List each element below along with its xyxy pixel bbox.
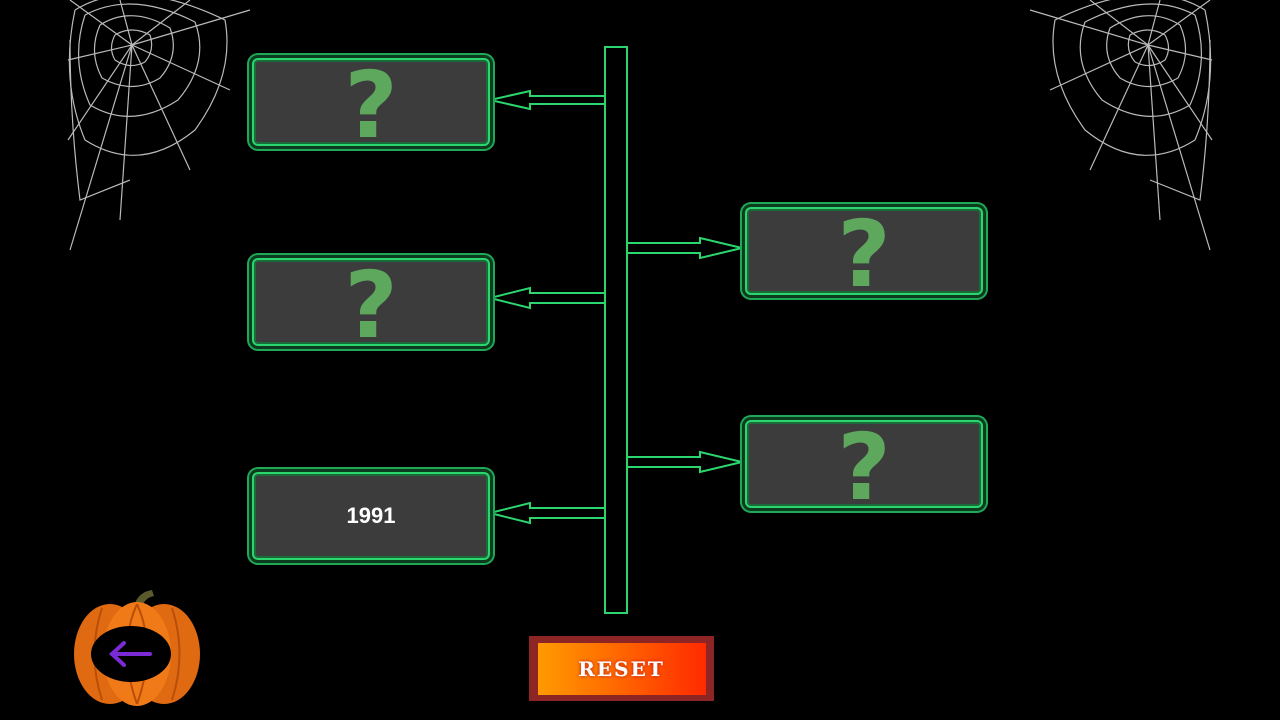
timeline-slot-2[interactable]: ? xyxy=(745,207,983,301)
question-mark: ? xyxy=(837,414,891,521)
pumpkin-icon xyxy=(74,590,200,706)
arrow-right-1 xyxy=(627,236,743,260)
question-mark: ? xyxy=(837,201,891,308)
reset-button[interactable]: RESET xyxy=(529,636,714,701)
spider-web-icon-right xyxy=(1029,0,1213,251)
spider-web-icon-left xyxy=(67,0,251,251)
back-button[interactable] xyxy=(72,588,202,708)
timeline-spine xyxy=(604,46,628,614)
arrow-right-2 xyxy=(627,450,743,474)
arrow-left-2 xyxy=(489,286,605,310)
year-label: 1991 xyxy=(346,503,396,528)
timeline-slot-5[interactable]: 1991 xyxy=(252,472,490,560)
left-arrow-icon xyxy=(109,641,152,667)
arrow-left-1 xyxy=(489,89,605,111)
reset-label: RESET xyxy=(537,642,706,695)
timeline-slot-3[interactable]: ? xyxy=(252,258,490,352)
question-mark: ? xyxy=(344,52,398,159)
timeline-slot-1[interactable]: ? xyxy=(252,58,490,152)
timeline-slot-4[interactable]: ? xyxy=(745,420,983,514)
question-mark: ? xyxy=(344,252,398,359)
arrow-left-3 xyxy=(489,501,605,525)
